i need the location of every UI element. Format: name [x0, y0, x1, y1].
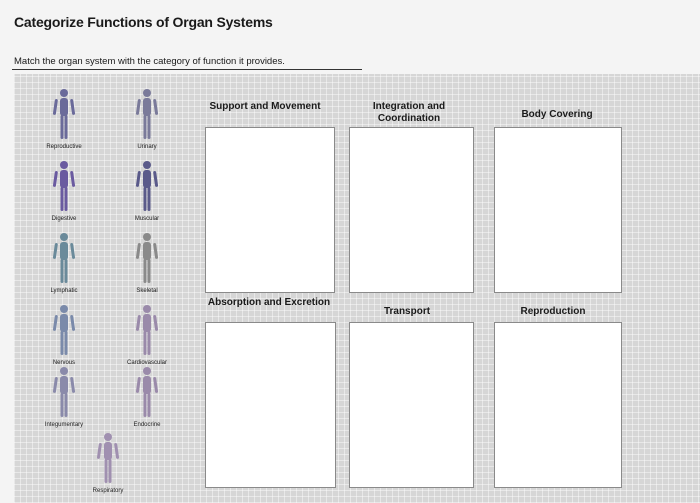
organ-card-label: Integumentary: [44, 422, 84, 428]
organ-card-label: Cardiovascular: [126, 360, 168, 366]
body-figure-icon: [53, 89, 75, 139]
body-figure-icon: [136, 89, 158, 139]
page-title: Categorize Functions of Organ Systems: [14, 14, 273, 30]
organ-card-respiratory[interactable]: Respiratory: [73, 432, 143, 494]
organ-card-label: Nervous: [52, 360, 76, 366]
category-label-support-movement: Support and Movement: [209, 101, 321, 112]
body-figure-icon: [136, 305, 158, 355]
body-figure-icon: [53, 161, 75, 211]
body-figure-icon: [136, 161, 158, 211]
organ-card-label: Digestive: [51, 216, 77, 222]
category-label-integration-coordination: Integration and Coordination: [372, 101, 446, 124]
drop-zone-body-covering[interactable]: [494, 127, 622, 293]
organ-card-lymphatic[interactable]: Lymphatic: [29, 232, 99, 294]
organ-card-label: Reproductive: [46, 144, 82, 150]
organ-card-digestive[interactable]: Digestive: [29, 160, 99, 222]
body-figure-icon: [53, 305, 75, 355]
organ-card-label: Muscular: [134, 216, 160, 222]
body-figure-icon: [136, 233, 158, 283]
body-figure-icon: [53, 367, 75, 417]
body-figure-icon: [97, 433, 119, 483]
body-figure-icon: [136, 367, 158, 417]
organ-card-label: Skeletal: [136, 288, 158, 294]
drop-zone-reproduction[interactable]: [494, 322, 622, 488]
organ-card-urinary[interactable]: Urinary: [112, 88, 182, 150]
organ-card-reproductive[interactable]: Reproductive: [29, 88, 99, 150]
organ-card-muscular[interactable]: Muscular: [112, 160, 182, 222]
body-figure-icon: [53, 233, 75, 283]
organ-card-label: Endocrine: [133, 422, 161, 428]
category-label-reproduction: Reproduction: [520, 306, 586, 317]
organ-card-nervous[interactable]: Nervous: [29, 304, 99, 366]
organ-card-label: Urinary: [137, 144, 157, 150]
drop-zone-integration-coordination[interactable]: [349, 127, 474, 293]
organ-card-label: Lymphatic: [50, 288, 78, 294]
drop-zone-transport[interactable]: [349, 322, 474, 488]
organ-card-skeletal[interactable]: Skeletal: [112, 232, 182, 294]
category-label-body-covering: Body Covering: [521, 109, 593, 120]
divider: [12, 69, 362, 70]
organ-card-endocrine[interactable]: Endocrine: [112, 366, 182, 428]
drop-zone-absorption-excretion[interactable]: [205, 322, 336, 488]
organ-card-cardiovascular[interactable]: Cardiovascular: [112, 304, 182, 366]
drop-zone-support-movement[interactable]: [205, 127, 335, 293]
instruction-text: Match the organ system with the category…: [14, 56, 285, 67]
category-label-transport: Transport: [383, 306, 431, 317]
organ-card-label: Respiratory: [92, 488, 124, 494]
category-label-absorption-excretion: Absorption and Excretion: [207, 297, 331, 308]
organ-card-integumentary[interactable]: Integumentary: [29, 366, 99, 428]
